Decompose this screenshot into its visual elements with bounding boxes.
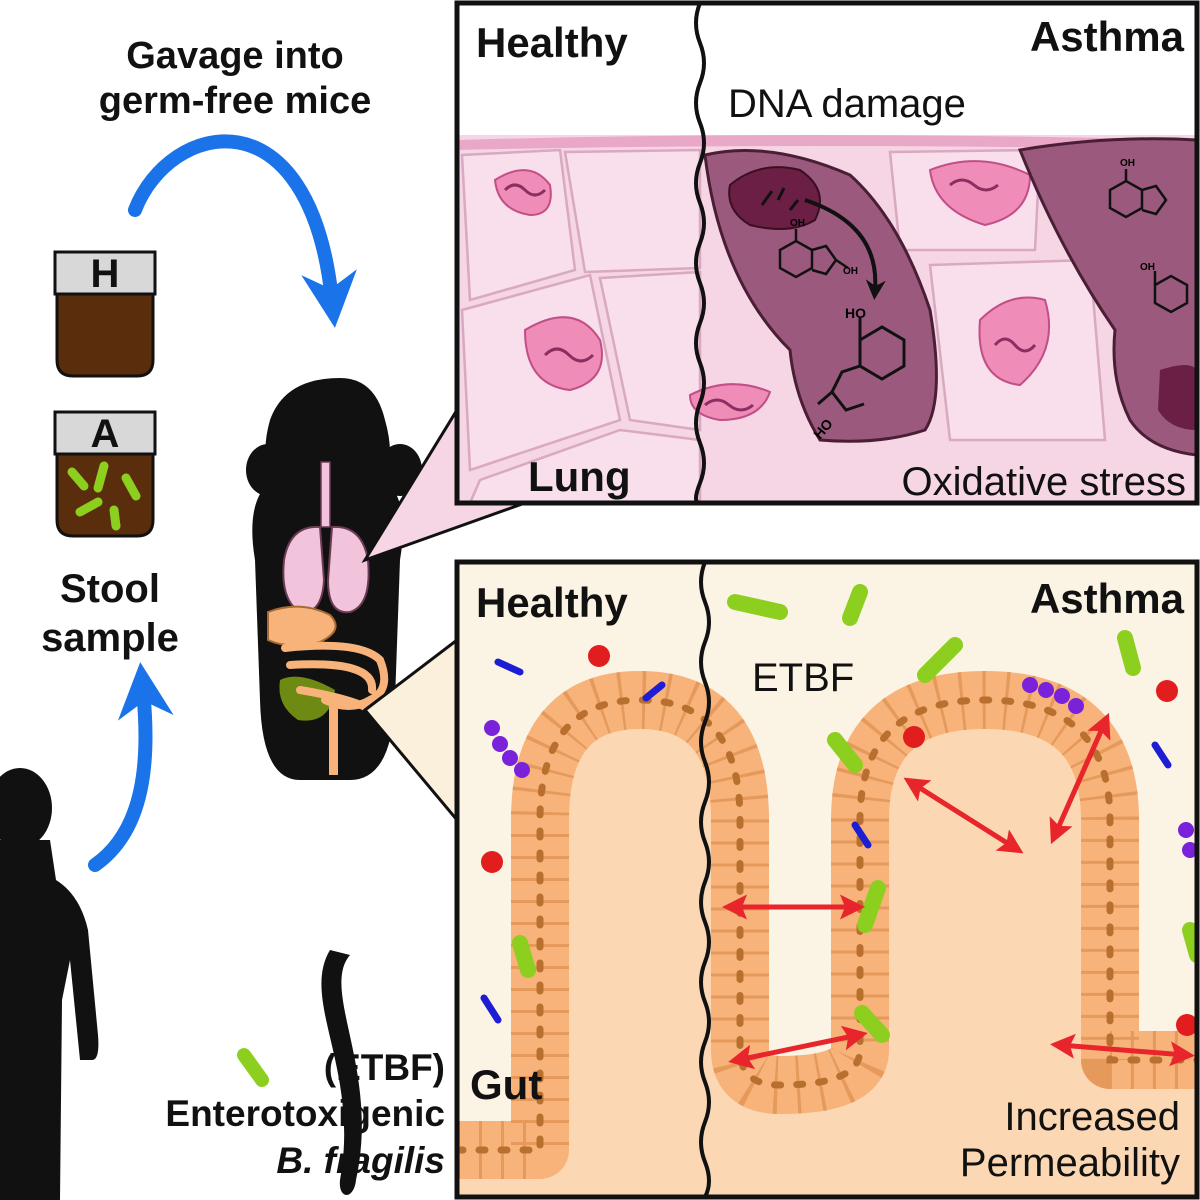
damaged-nucleus <box>728 166 821 230</box>
hydroxyindene-molecule <box>1108 169 1168 219</box>
healthy-nucleus <box>493 160 1051 422</box>
mouse-silhouette <box>246 378 422 1195</box>
damaged-nucleus <box>1158 365 1197 430</box>
oxidative-stress-label: Oxidative stress <box>901 460 1186 504</box>
hydroxyindene-molecule <box>778 229 849 279</box>
damaged-cell <box>1017 137 1197 457</box>
gavage-title-line2: germ-free mice <box>98 79 372 122</box>
lung-asthma-heading: Asthma <box>1029 13 1184 60</box>
stool-line1: Stool <box>60 567 160 611</box>
stool-sample-label: Stool sample <box>10 565 210 663</box>
hydroxyindene-molecule <box>1153 271 1189 314</box>
gut-healthy-heading: Healthy <box>476 579 628 626</box>
gavage-title-line1: Gavage into <box>126 35 344 77</box>
asthma-jar-label: A <box>90 412 120 456</box>
etbf-legend-line2: B. fragilis <box>276 1139 445 1181</box>
gavage-title: Gavage into germ-free mice <box>30 34 440 124</box>
hydroxyindene-molecule <box>817 318 906 412</box>
gut-panel <box>454 559 1200 1200</box>
permeability-line1: Increased <box>1004 1095 1180 1139</box>
stool-line2: sample <box>41 615 179 660</box>
gut-organ-label: Gut <box>470 1061 543 1108</box>
lung-organ-label: Lung <box>528 453 631 500</box>
gut-asthma-heading: Asthma <box>1029 575 1184 622</box>
permeability-arrow <box>722 712 1195 1070</box>
asthma-stool-jar <box>53 410 157 538</box>
etbf-legend: (ETBF) Enterotoxigenic B. fragilis <box>165 1045 445 1184</box>
ho-label: HO <box>845 305 866 321</box>
oh-label: OH <box>843 266 858 277</box>
etbf-legend-abbrev: (ETBF) <box>323 1047 445 1088</box>
permeability-line2: Permeability <box>959 1141 1180 1186</box>
oh-label: OH <box>790 218 805 229</box>
gavage-arrow <box>128 134 357 328</box>
lung-healthy-heading: Healthy <box>476 19 628 66</box>
coccus <box>481 645 1197 1036</box>
healthy-asthma-divider <box>694 2 706 505</box>
etbf-label: ETBF <box>752 656 855 700</box>
etbf-legend-line1: Enterotoxigenic <box>165 1093 445 1135</box>
human-silhouette <box>0 768 99 1200</box>
oh-label: OH <box>1120 158 1135 169</box>
healthy-asthma-divider <box>699 561 711 1198</box>
sample-arrow <box>88 662 174 872</box>
permeability-label: Increased Permeability <box>960 1094 1180 1187</box>
healthy-jar-label: H <box>90 252 120 296</box>
oh-label: OH <box>1140 262 1155 273</box>
etbf-legend-icon <box>237 1048 269 1087</box>
lung-panel: OH OH OH OH HO HO <box>454 0 1200 506</box>
healthy-stool-jar <box>53 250 157 378</box>
cocci-chain <box>484 677 1197 858</box>
dna-damage-label: DNA damage <box>728 82 966 126</box>
damage-arrow <box>804 198 886 300</box>
commensal-rod <box>480 658 1172 1024</box>
